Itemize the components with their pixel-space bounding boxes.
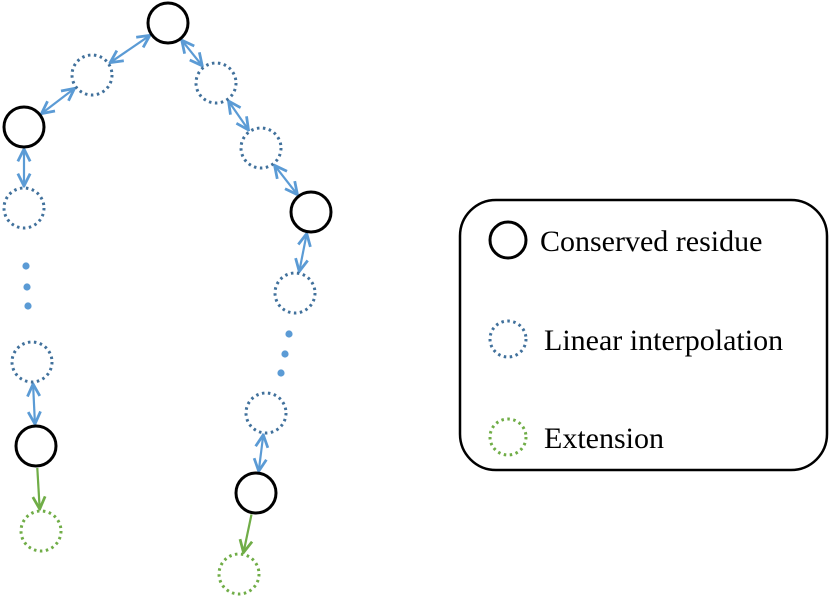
residue-nodes (2, 1, 333, 596)
conserved-residue-node (14, 424, 58, 468)
ellipsis-dot (277, 369, 285, 377)
conserved-residue-node (289, 190, 333, 234)
bidirectional-arrow (275, 165, 298, 194)
legend-conserved-label: Conserved residue (540, 225, 762, 258)
interpolated-residue-node (2, 186, 46, 230)
legend-box (458, 198, 829, 472)
bidirectional-arrow (299, 234, 306, 272)
legend-extension-label: Extension (544, 422, 664, 455)
conserved-residue-node (234, 471, 278, 515)
legend-interpolation-swatch-icon (488, 319, 528, 359)
bidirectional-arrow (229, 101, 249, 130)
ellipsis-dot (22, 262, 30, 270)
conserved-residue-node (2, 105, 46, 149)
interpolated-residue-node (194, 61, 238, 105)
conserved-residue-node (146, 1, 190, 45)
legend-extension-swatch-icon (488, 417, 528, 457)
bidirectional-arrow (33, 384, 35, 424)
extension-residue-node (217, 552, 261, 596)
ellipsis-dot (24, 302, 32, 310)
legend: Conserved residue Linear interpolation E… (458, 198, 829, 472)
legend-interpolation-label: Linear interpolation (544, 324, 783, 357)
extension-residue-node (19, 509, 63, 553)
interpolated-residue-node (273, 271, 317, 315)
bidirectional-arrow (259, 435, 264, 471)
bidirectional-arrow (182, 40, 203, 66)
connector-arrows (24, 35, 307, 552)
bidirectional-arrow (41, 88, 74, 113)
legend-conserved-swatch-icon (488, 220, 528, 260)
extension-arrow (37, 467, 39, 509)
ellipsis-dot (281, 350, 289, 358)
bidirectional-arrow (110, 35, 150, 62)
ellipsis-dots (22, 262, 293, 377)
interpolated-residue-node (70, 53, 114, 97)
extension-arrow (244, 514, 252, 553)
ellipsis-dot (285, 330, 293, 338)
interpolated-residue-node (239, 126, 283, 170)
ellipsis-dot (23, 283, 31, 291)
interpolated-residue-node (244, 391, 288, 435)
interpolated-residue-node (10, 340, 54, 384)
